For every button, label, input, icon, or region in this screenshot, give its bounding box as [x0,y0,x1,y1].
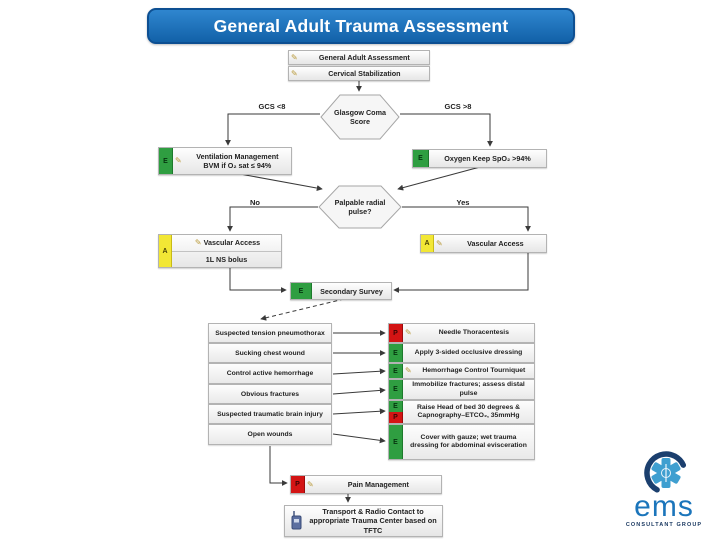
tag-emt: E [389,425,403,459]
note-icon: ✎ [194,237,202,247]
step-label: Cervical Stabilization [328,69,401,78]
tag-emt: E [413,150,429,167]
findings-list: Suspected tension pneumothorax Sucking c… [208,323,332,445]
radio-icon [291,511,302,530]
tag-emt: E [389,344,403,362]
tag-aemt: A [159,235,172,267]
action-occlusive-dressing: E Apply 3-sided occlusive dressing [388,343,535,363]
box-label-line1: Ventilation Management [196,152,279,161]
tag-emt: E [389,401,403,412]
branch-gcs-gt8: GCS >8 [444,102,472,111]
box-label-line2: BVM if O₂ sat ≤ 94% [203,161,272,170]
decision-label: Palpable radial pulse? [334,198,386,216]
action-tourniquet: E ✎ Hemorrhage Control Tourniquet [388,363,535,379]
page-title: General Adult Trauma Assessment [147,8,575,44]
logo-subtitle: CONSULTANT GROUP [625,522,703,528]
star-of-life-icon [644,451,688,495]
box-vascular-access-yes: A ✎ Vascular Access [420,234,547,253]
box-pain-management: P ✎ Pain Management [290,475,442,494]
step-label: General Adult Assessment [318,53,410,62]
action-label: Needle Thoracentesis [438,328,509,336]
action-needle-thoracentesis: P ✎ Needle Thoracentesis [388,323,535,343]
ems-consultant-group-logo: ems CONSULTANT GROUP [612,450,716,536]
box-label: Secondary Survey [320,286,383,296]
box-label: Vascular Access [467,239,524,248]
note-icon: ✎ [436,238,443,248]
branch-gcs-lt8: GCS <8 [258,102,286,111]
box-label: Transport & Radio Contact to appropriate… [309,506,437,535]
box-secondary-survey: E Secondary Survey [290,282,392,300]
decision-palpable-radial-pulse: Palpable radial pulse? [318,185,402,229]
tag-emt: E [159,148,173,174]
finding-item: Control active hemorrhage [208,363,332,384]
action-label: Raise Head of bed 30 degrees & Capnograp… [416,403,521,419]
finding-item: Suspected traumatic brain injury [208,404,332,424]
branch-yes: Yes [456,198,470,207]
finding-item: Suspected tension pneumothorax [208,323,332,343]
box-ventilation-management: E ✎ Ventilation Management BVM if O₂ sat… [158,147,292,175]
initial-steps: ✎ General Adult Assessment ✎ Cervical St… [288,50,430,81]
tag-paramedic: P [389,324,403,342]
action-label: Immobilize fractures; assess distal puls… [412,381,525,397]
note-icon: ✎ [291,68,298,78]
box-transport-radio-contact: Transport & Radio Contact to appropriate… [284,505,443,537]
finding-item: Sucking chest wound [208,343,332,363]
tag-emt: E [389,364,403,378]
step-general-adult-assessment: ✎ General Adult Assessment [288,50,430,65]
action-label: Apply 3-sided occlusive dressing [414,348,523,356]
branch-no: No [250,198,260,207]
decision-glasgow-coma-score: Glasgow Coma Score [320,94,400,140]
box-label-line2: 1L NS bolus [205,254,248,264]
actions-list: P ✎ Needle Thoracentesis E Apply 3-sided… [388,323,535,460]
tag-paramedic: P [389,412,403,423]
tag-paramedic: P [291,476,305,493]
note-icon: ✎ [405,328,412,337]
note-icon: ✎ [405,366,412,375]
action-immobilize-fractures: E Immobilize fractures; assess distal pu… [388,379,535,400]
note-icon: ✎ [291,52,298,62]
finding-item: Open wounds [208,424,332,445]
action-label: Cover with gauze; wet trauma dressing fo… [410,433,527,449]
note-icon: ✎ [307,479,314,489]
box-vascular-access-no: A ✎ Vascular Access 1L NS bolus [158,234,282,268]
logo-wordmark: ems [634,490,694,523]
tag-aemt: A [421,235,434,252]
step-cervical-stabilization: ✎ Cervical Stabilization [288,66,430,81]
tag-emt: E [291,283,312,299]
decision-label: Glasgow Coma Score [334,108,386,126]
action-label: Hemorrhage Control Tourniquet [422,366,526,374]
box-label: Oxygen Keep SpO₂ >94% [444,154,531,163]
box-oxygen: E Oxygen Keep SpO₂ >94% [412,149,547,168]
finding-item: Obvious fractures [208,384,332,404]
note-icon: ✎ [175,156,182,165]
action-cover-with-gauze: E Cover with gauze; wet trauma dressing … [388,424,535,460]
box-label-line1: Vascular Access [203,238,261,248]
box-label: Pain Management [347,480,409,489]
tag-emt: E [389,380,403,399]
action-raise-head-capnography: E P Raise Head of bed 30 degrees & Capno… [388,400,535,424]
